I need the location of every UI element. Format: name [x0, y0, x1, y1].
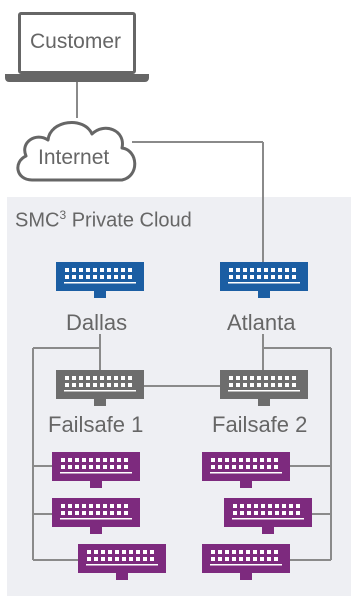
client-building-icon [202, 544, 290, 580]
cloud-icon [16, 121, 137, 182]
failsafe-1-building-icon [56, 370, 144, 406]
failsafe-2-building-icon [220, 370, 308, 406]
client-building-icon [202, 452, 290, 488]
customer-label: Customer [30, 30, 122, 53]
dallas-label: Dallas [66, 310, 128, 335]
atlanta-label: Atlanta [227, 310, 296, 335]
laptop-base [5, 74, 149, 82]
client-building-icon [78, 544, 166, 580]
private-cloud-title-prefix: SMC [15, 209, 60, 232]
client-building-icon [224, 498, 312, 534]
private-cloud-title: SMC3 Private Cloud [15, 209, 192, 231]
private-cloud-title-suffix: Private Cloud [66, 209, 192, 232]
private-cloud-title-superscript: 3 [59, 208, 67, 222]
failsafe-1-label: Failsafe 1 [48, 412, 144, 437]
atlanta-building-icon [220, 262, 308, 298]
client-building-icon [52, 498, 140, 534]
failsafe-2-label: Failsafe 2 [212, 412, 308, 437]
client-building-icon [52, 452, 140, 488]
internet-label: Internet [38, 146, 110, 169]
laptop-screen [18, 12, 136, 74]
dallas-building-icon [56, 262, 144, 298]
